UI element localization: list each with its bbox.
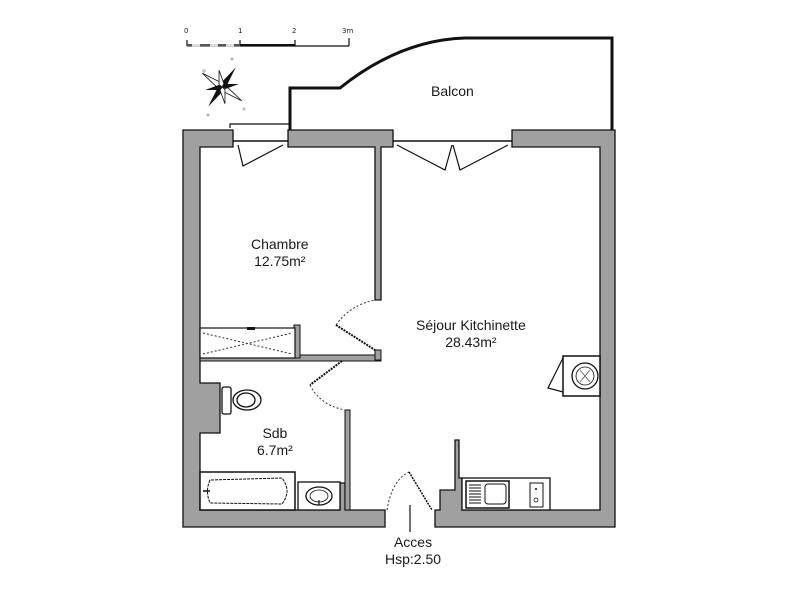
doors xyxy=(237,144,509,532)
room-name: Sdb xyxy=(262,425,288,441)
balcony-outline xyxy=(229,36,614,130)
water-heater-icon xyxy=(547,355,601,397)
bathtub-icon xyxy=(199,471,296,511)
room-name: Chambre xyxy=(251,236,309,252)
room-area: 6.7m² xyxy=(257,442,293,458)
room-name: Séjour Kitchinette xyxy=(416,317,526,333)
scale-bar xyxy=(186,38,350,47)
scale-tick-2: 2 xyxy=(292,27,297,35)
room-label-sejour: Séjour Kitchinette 28.43m² xyxy=(416,317,526,351)
room-area: 12.75m² xyxy=(254,253,306,269)
room-label-sdb: Sdb 6.7m² xyxy=(257,425,293,459)
scale-tick-1: 1 xyxy=(238,27,243,35)
room-name: Balcon xyxy=(431,83,474,99)
compass-rose-icon xyxy=(202,57,246,117)
wardrobe xyxy=(199,327,296,359)
scale-tick-0: 0 xyxy=(184,27,189,35)
entrance-label: Acces Hsp:2.50 xyxy=(385,534,441,568)
room-label-chambre: Chambre 12.75m² xyxy=(251,236,309,270)
kitchenette-counter xyxy=(461,477,551,511)
entrance-text: Acces xyxy=(393,534,433,550)
toilet-icon xyxy=(221,386,262,415)
room-area: 28.43m² xyxy=(445,334,497,350)
washbasin-icon xyxy=(297,481,341,511)
ceiling-height: Hsp:2.50 xyxy=(385,551,442,567)
room-label-balcon: Balcon xyxy=(431,83,474,100)
scale-tick-3: 3m xyxy=(342,27,354,35)
